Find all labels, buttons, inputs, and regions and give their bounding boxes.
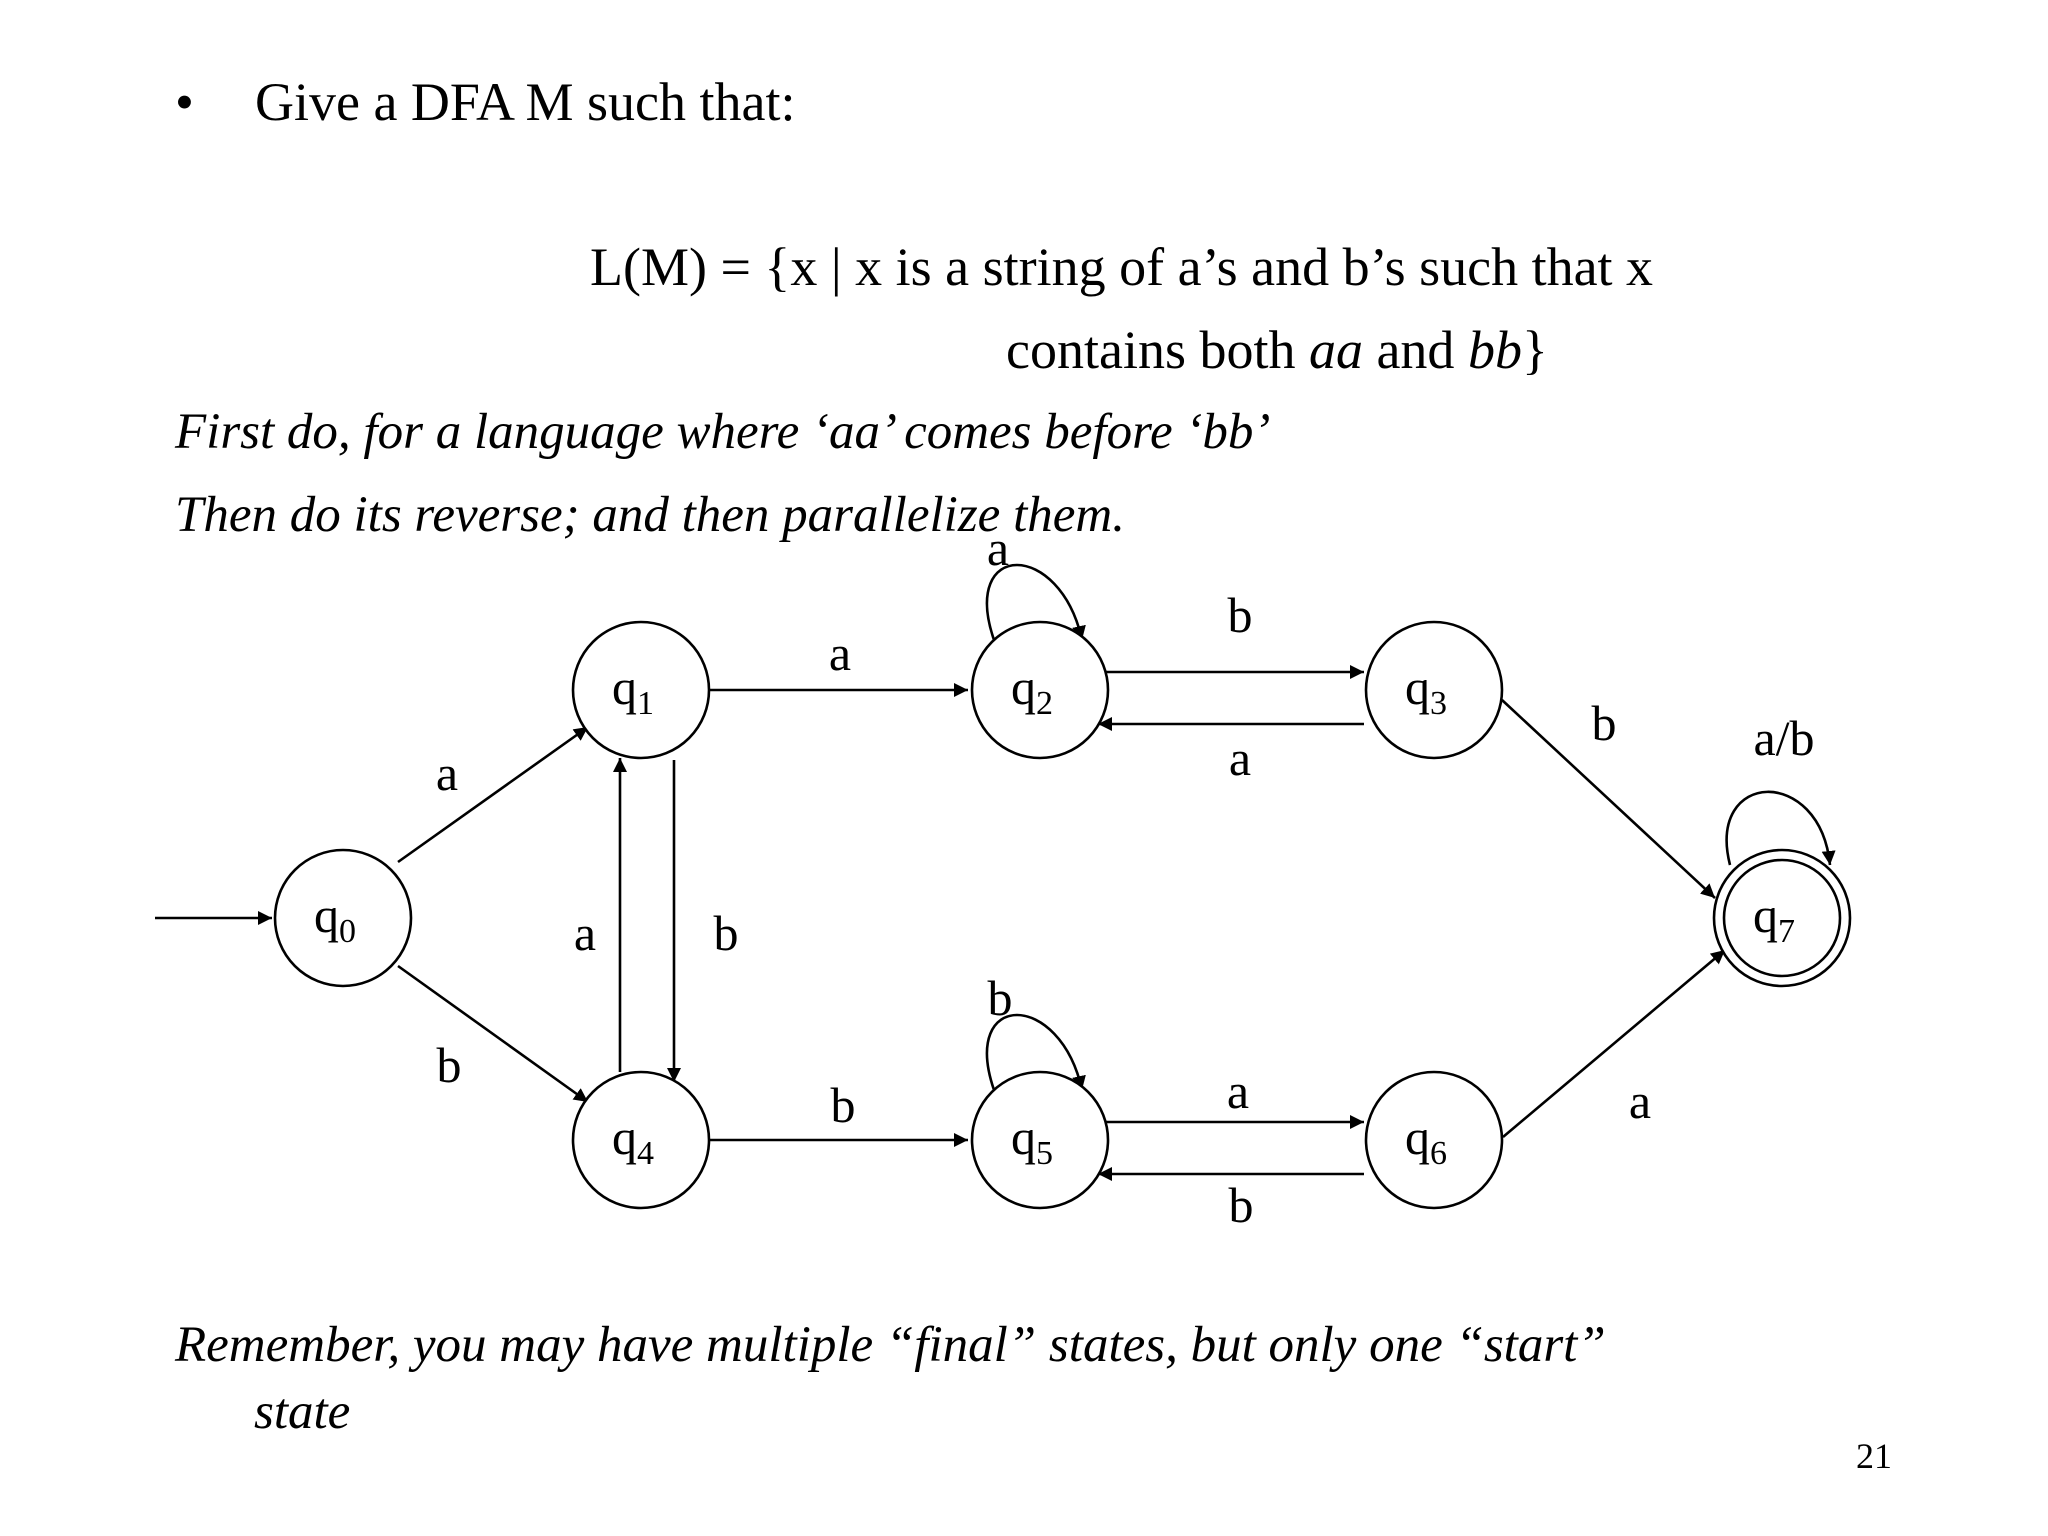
state-label: q7 xyxy=(1753,887,1795,950)
transition-q2-q2 xyxy=(985,563,1086,641)
state-q2: q2 xyxy=(970,620,1110,760)
state-circle xyxy=(1364,1070,1504,1210)
bullet-glyph: • xyxy=(175,72,194,132)
transition-label-q3-q2: a xyxy=(1229,730,1251,786)
hint-line2: Then do its reverse; and then paralleliz… xyxy=(175,487,1125,543)
state-label: q2 xyxy=(1011,659,1053,722)
transition-q0-q4 xyxy=(397,964,589,1104)
transition-q5-q5 xyxy=(985,1013,1086,1091)
hint-line1: First do, for a language where ‘aa’ come… xyxy=(175,404,1271,460)
language-line2-bb: bb xyxy=(1467,320,1522,380)
language-definition-line2: contains both aa and bb} xyxy=(1006,323,1548,377)
bullet-line: • Give a DFA M such that: xyxy=(175,75,795,129)
bullet-text: Give a DFA M such that: xyxy=(255,72,796,132)
transition-label-q2-q2: a xyxy=(987,520,1009,576)
state-q7: q7 xyxy=(1712,848,1852,988)
transition-label-q1-q4: b xyxy=(714,905,739,961)
language-line2-aa: aa xyxy=(1308,320,1363,380)
state-q6: q6 xyxy=(1364,1070,1504,1210)
state-q0: q0 xyxy=(273,848,413,988)
transition-label-q0-q4: b xyxy=(437,1037,462,1093)
transition-label-q7-q7: a/b xyxy=(1753,710,1814,766)
state-circle xyxy=(273,848,413,988)
language-definition-line1: L(M) = {x | x is a string of a’s and b’s… xyxy=(590,237,1654,297)
transition-q0-q1 xyxy=(397,725,589,864)
transition-label-q5-q5: b xyxy=(988,970,1013,1026)
slide-number: 21 xyxy=(1856,1436,1892,1476)
state-q1: q1 xyxy=(571,620,711,760)
transition-label-q4-q5: b xyxy=(831,1077,856,1133)
transition-label-q6-q7: a xyxy=(1629,1073,1651,1129)
transition-label-q2-q3: b xyxy=(1228,587,1253,643)
transition-label-q4-q1: a xyxy=(574,905,596,961)
state-circle xyxy=(571,620,711,760)
state-q5: q5 xyxy=(970,1070,1110,1210)
transition-label-q6-q5: b xyxy=(1229,1177,1254,1233)
state-circle xyxy=(970,1070,1110,1210)
transition-label-q0-q1: a xyxy=(436,745,458,801)
reminder-line2: state xyxy=(254,1384,351,1440)
transition-q3-q7 xyxy=(1501,699,1716,899)
state-q4: q4 xyxy=(571,1070,711,1210)
state-circle xyxy=(970,620,1110,760)
language-line2-suffix: } xyxy=(1521,320,1548,380)
state-q3: q3 xyxy=(1364,620,1504,760)
transition-label-q5-q6: a xyxy=(1227,1063,1249,1119)
accept-ring xyxy=(1722,858,1842,978)
state-label: q4 xyxy=(612,1109,654,1172)
transition-q7-q7 xyxy=(1725,790,1836,866)
reminder-line1: Remember, you may have multiple “final” … xyxy=(175,1317,1606,1373)
transition-q6-q7 xyxy=(1502,949,1726,1138)
language-line2-and: and xyxy=(1362,320,1468,380)
state-circle xyxy=(1364,620,1504,760)
state-label: q5 xyxy=(1011,1109,1053,1172)
state-circle xyxy=(571,1070,711,1210)
transition-label-q1-q2: a xyxy=(829,625,851,681)
state-circle xyxy=(1712,848,1852,988)
transition-label-q3-q7: b xyxy=(1592,695,1617,751)
language-line2-prefix: contains both xyxy=(1006,320,1309,380)
